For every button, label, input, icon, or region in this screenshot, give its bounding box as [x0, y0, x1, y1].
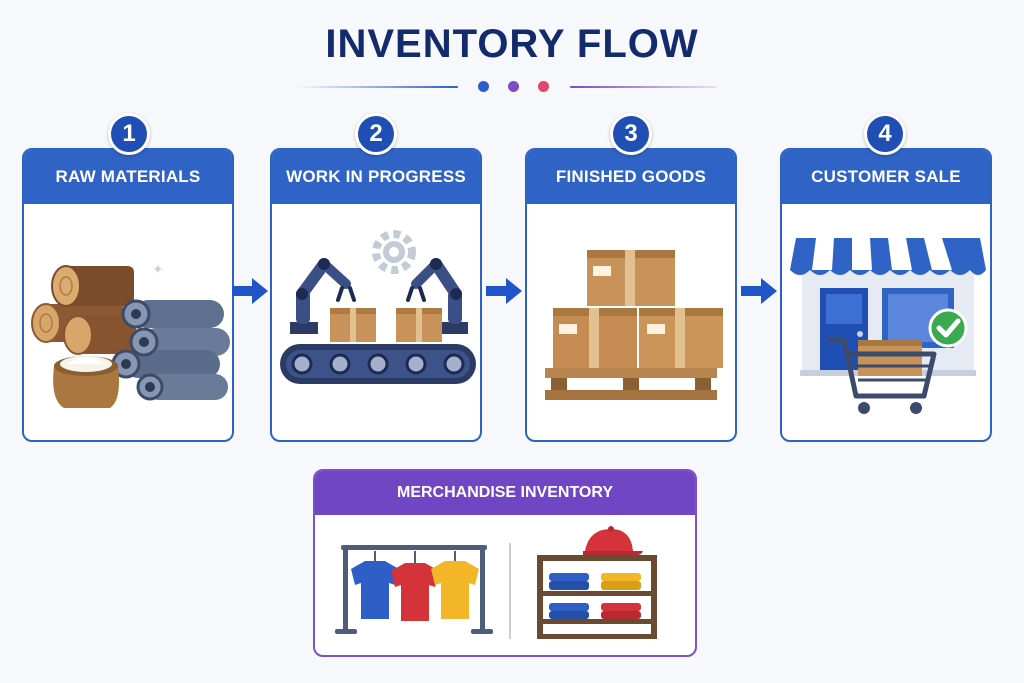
step-label: WORK IN PROGRESS: [272, 150, 480, 204]
title-rule-right: [570, 86, 716, 88]
shelf-icon: [537, 555, 657, 639]
title-dot-pink: [538, 81, 549, 92]
flow-arrow-2: [486, 278, 522, 304]
step-card-customer-sale: CUSTOMER SALE: [780, 148, 992, 442]
robot-arm-icon: [406, 258, 468, 334]
flow-arrow-3: [741, 278, 777, 304]
step-label: FINISHED GOODS: [527, 150, 735, 204]
title-rule-left: [298, 86, 458, 88]
finished-goods-illustration: [545, 250, 723, 400]
step-badge-3: 3: [610, 113, 652, 155]
step-badge-4: 4: [864, 113, 906, 155]
shirt-icon: [391, 551, 439, 621]
conveyor-belt-icon: [280, 344, 476, 384]
merchandise-illustration: [335, 526, 657, 639]
divider: [509, 543, 511, 639]
step-card-work-in-progress: WORK IN PROGRESS: [270, 148, 482, 442]
title-dot-purple: [508, 81, 519, 92]
clothing-rack-icon: [335, 545, 493, 634]
shirt-icon: [431, 551, 479, 619]
check-circle-icon: [928, 308, 968, 348]
box-icon: [396, 308, 442, 342]
step-card-raw-materials: RAW MATERIALS: [22, 148, 234, 442]
box-icon: [330, 308, 376, 342]
step-label: RAW MATERIALS: [24, 150, 232, 204]
flour-sack-icon: [53, 356, 119, 408]
cap-icon: [583, 526, 643, 556]
shirt-icon: [351, 551, 399, 619]
log-icon: [31, 265, 136, 355]
merchandise-inventory-card: MERCHANDISE INVENTORY: [313, 469, 697, 657]
steel-pipe-icon: [111, 299, 230, 401]
step-badge-1: 1: [108, 113, 150, 155]
work-in-progress-illustration: [280, 230, 476, 384]
title-dot-blue: [478, 81, 489, 92]
step-card-finished-goods: FINISHED GOODS: [525, 148, 737, 442]
customer-sale-illustration: [790, 238, 986, 414]
robot-arm-icon: [290, 258, 356, 334]
box-stack-icon: [553, 250, 723, 368]
merchandise-label: MERCHANDISE INVENTORY: [315, 471, 695, 515]
step-label: CUSTOMER SALE: [782, 150, 990, 204]
flow-arrow-1: [232, 278, 268, 304]
step-badge-2: 2: [355, 113, 397, 155]
raw-materials-illustration: ✦: [31, 262, 230, 408]
shopping-cart-icon: [828, 337, 937, 414]
gear-icon: [372, 230, 416, 274]
page-title: INVENTORY FLOW: [325, 22, 699, 66]
svg-text:✦: ✦: [152, 262, 164, 278]
pallet-icon: [545, 368, 717, 400]
